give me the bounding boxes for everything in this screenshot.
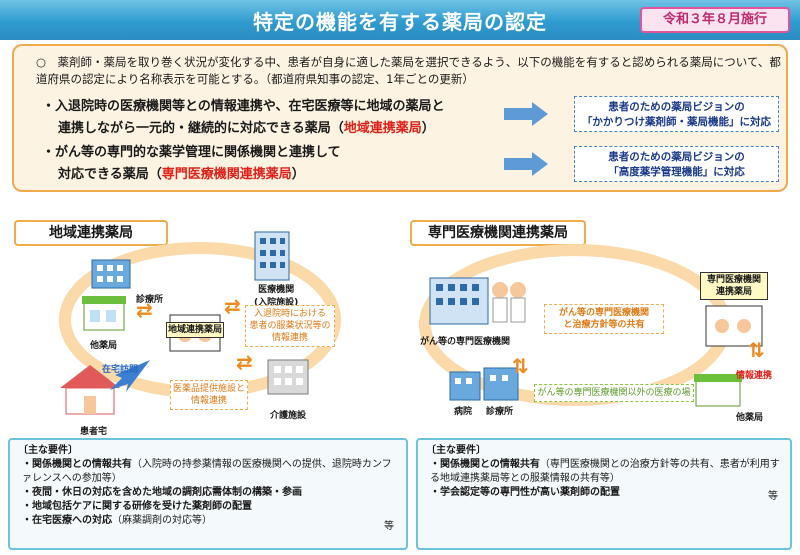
intro-text: ○ 薬剤師・薬局を取り巻く状況が変化する中、患者が自身に適した薬局を選択できるよ… <box>36 55 781 86</box>
info-link-label: 情報連携 <box>736 371 773 381</box>
etc-label: 等 <box>768 491 778 502</box>
bidirectional-arrow-icon: ⇄ <box>224 294 241 318</box>
regional-pharmacy-tag: 地域連携薬局 <box>166 322 224 338</box>
function2-name: 専門医療機関連携薬局 <box>161 167 292 182</box>
intro-box: ○ 薬剤師・薬局を取り巻く状況が変化する中、患者が自身に適した薬局を選択できるよ… <box>12 44 788 192</box>
hospital-clinic-icon <box>449 367 519 401</box>
requirement-item: ・夜間・休日の対応を含めた地域の調剤応需体制の構築・参画 <box>22 487 302 498</box>
home-visit-label: 在宅訪問 <box>102 365 139 375</box>
care-facility-label: 介護施設 <box>270 411 307 421</box>
requirement-item: ・地域包括ケアに関する研修を受けた薬剤師の配置 <box>22 501 252 512</box>
left-requirements-box: 〔主な要件〕 ・関係機関との情報共有（入院時の持参薬情報の医療機関への提供、退院… <box>8 438 408 550</box>
requirement-item: ・在宅医療への対応（麻薬調剤の対応等） <box>22 515 212 526</box>
other-pharmacy-label: 他薬局 <box>90 341 118 351</box>
patient-home-icon <box>60 365 120 415</box>
other-care-note: がん等の専門医療機関以外の医療の場 <box>534 384 694 402</box>
function2-line1: ・がん等の専門的な薬学管理に関係機関と連携して <box>42 145 341 160</box>
etc-label: 等 <box>384 521 394 532</box>
right-section-label: 専門医療機関連携薬局 <box>410 220 586 246</box>
right-diagram <box>419 244 763 407</box>
other-pharmacy-icon <box>694 374 742 407</box>
clinic-label: 診療所 <box>136 295 164 305</box>
clinic-building-icon <box>91 259 131 289</box>
bidirectional-arrow-icon: ⇄ <box>136 298 153 322</box>
requirement-item: ・関係機関との情報共有（入院時の持参薬情報の医療機関への提供、退院時カンファレン… <box>22 459 392 484</box>
hospital-building-icon <box>254 231 290 281</box>
requirement-item: ・関係機関との情報共有（専門医療機関との治療方針等の共有、患者が利用する地域連携… <box>430 459 780 484</box>
function1-name: 地域連携薬局 <box>343 121 422 136</box>
vision1-box: 患者のための薬局ビジョンの 「かかりつけ薬剤師・薬局機能」に対応 <box>574 96 779 132</box>
cancer-hospital-label: がん等の専門医療機関 <box>420 337 511 347</box>
bidirectional-arrow-icon: ⇄ <box>236 350 253 374</box>
function1-line2: 連携しながら一元的・継続的に対応できる薬局（地域連携薬局） <box>58 121 435 136</box>
medicine-facility-note: 医薬品提供施設と情報連携 <box>170 380 248 410</box>
vision2-box: 患者のための薬局ビジョンの 「高度薬学管理機能」に対応 <box>574 146 779 182</box>
clinic-label: 診療所 <box>486 407 514 417</box>
requirement-item: ・学会認定等の専門性が高い薬剤師の配置 <box>430 487 620 498</box>
care-facility-icon <box>267 359 309 395</box>
patient-home-label: 患者宅 <box>80 427 108 437</box>
requirements-heading: 〔主な要件〕 <box>18 445 78 456</box>
home-visit-arrow-icon <box>110 360 150 392</box>
function2-line2: 対応できる薬局（専門医療機関連携薬局） <box>58 167 305 182</box>
right-other-pharmacy-label: 他薬局 <box>736 413 764 423</box>
other-pharmacy-icon <box>82 296 126 331</box>
hospital-label: 医療機関(入院施設) <box>254 285 299 308</box>
requirements-heading: 〔主な要件〕 <box>426 445 486 456</box>
right-arrow-icon <box>504 102 548 126</box>
bidirectional-arrow-icon: ⇅ <box>512 354 529 378</box>
right-requirements-box: 〔主な要件〕 ・関係機関との情報共有（専門医療機関との治療方針等の共有、患者が利… <box>416 438 792 550</box>
cancer-hospital-icon <box>429 277 526 325</box>
left-section-label: 地域連携薬局 <box>14 220 168 246</box>
hospital-label: 病院 <box>454 407 473 417</box>
function1-line1: ・入退院時の医療機関等との情報連携や、在宅医療等に地域の薬局と <box>42 99 445 114</box>
treatment-share-note: がん等の専門医療機関と治療方針等の共有 <box>544 304 664 334</box>
specialist-pharmacy-icon <box>705 305 763 347</box>
admission-info-note: 入退院時における患者の服薬状況等の情報連携 <box>245 305 335 347</box>
page-title: 特定の機能を有する薬局の認定 <box>253 10 547 34</box>
right-arrow-icon <box>504 152 548 176</box>
effective-date-badge: 令和３年８月施行 <box>640 7 790 33</box>
specialist-pharmacy-tag: 専門医療機関連携薬局 <box>700 272 768 300</box>
bidirectional-arrow-icon: ⇅ <box>748 338 765 362</box>
